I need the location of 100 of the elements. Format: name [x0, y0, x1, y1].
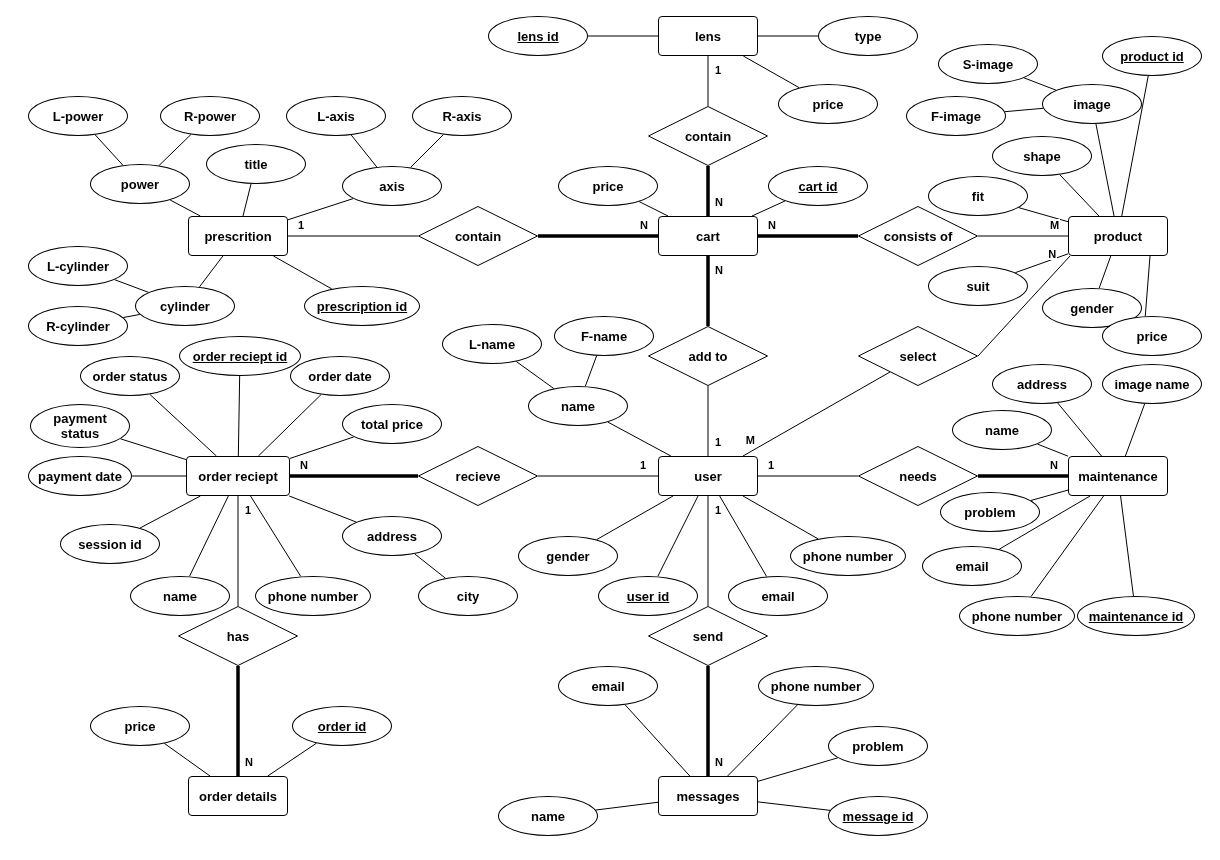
- entity-name: order details: [199, 788, 277, 804]
- relationship-diamond: [178, 606, 298, 666]
- attribute-name: email: [955, 558, 989, 574]
- entity-box: [658, 456, 758, 496]
- connector-line: [1018, 207, 1069, 223]
- connector-line: [751, 200, 786, 217]
- relationship-name: has: [226, 628, 250, 644]
- connector-line: [189, 495, 229, 577]
- connector-line: [707, 495, 709, 607]
- thick-connector-line: [706, 666, 710, 776]
- key-attribute-name: cart id: [798, 178, 838, 194]
- attribute-name: gender: [1070, 300, 1114, 316]
- attribute-name: F-image: [931, 108, 981, 124]
- entity-name: maintenance: [1078, 468, 1158, 484]
- key-attribute-ellipse: [179, 336, 301, 376]
- cardinality-label: N: [639, 219, 649, 231]
- connector-line: [727, 704, 798, 777]
- cardinality-label: 1: [297, 219, 306, 231]
- connector-line: [410, 134, 444, 168]
- connector-line: [1030, 489, 1069, 501]
- attribute-ellipse: [1042, 84, 1142, 124]
- connector-line: [707, 385, 709, 457]
- attribute-name: image name: [1114, 376, 1190, 392]
- key-attribute-name: user id: [626, 588, 670, 604]
- connector-line: [287, 235, 419, 237]
- connector-line: [94, 134, 124, 166]
- connector-line: [1057, 402, 1102, 457]
- connector-line: [742, 495, 819, 540]
- attribute-name: price: [592, 178, 624, 194]
- attribute-name: city: [456, 588, 480, 604]
- attribute-name: name: [163, 588, 197, 604]
- entity-box: [1068, 216, 1168, 256]
- relationship-name: select: [899, 348, 937, 364]
- attribute-name: L-name: [468, 336, 516, 352]
- relationship-name: contain: [454, 228, 502, 244]
- relationship-name: recieve: [455, 468, 501, 484]
- attribute-name: problem: [852, 738, 904, 754]
- attribute-ellipse: [342, 166, 442, 206]
- thick-connector-line: [236, 666, 240, 776]
- entity-box: [1068, 456, 1168, 496]
- cardinality-label: M: [744, 433, 756, 446]
- key-attribute-name: lens id: [517, 28, 559, 44]
- attribute-ellipse: [928, 266, 1028, 306]
- connector-line: [624, 704, 691, 777]
- key-attribute-name: order reciept id: [192, 348, 288, 364]
- connector-line: [414, 553, 446, 579]
- cardinality-label: N: [767, 219, 777, 231]
- connector-line: [199, 255, 224, 288]
- attribute-ellipse: [80, 356, 180, 396]
- attribute-name: shape: [1023, 148, 1061, 164]
- connector-line: [1059, 174, 1100, 217]
- attribute-ellipse: [255, 576, 371, 616]
- entity-box: [186, 456, 290, 496]
- cardinality-label: 1: [714, 64, 723, 76]
- connector-line: [596, 495, 674, 541]
- connector-line: [1014, 253, 1069, 274]
- relationship-diamond: [648, 106, 768, 166]
- relationship-diamond: [858, 446, 978, 506]
- connector-line: [757, 35, 819, 37]
- connector-line: [237, 495, 239, 607]
- attribute-ellipse: [928, 176, 1028, 216]
- attribute-name: order status: [92, 368, 168, 384]
- relationship-diamond: [858, 206, 978, 266]
- connector-line: [515, 361, 555, 389]
- connector-line: [289, 436, 355, 459]
- connector-line: [114, 279, 149, 293]
- connector-line: [158, 134, 192, 166]
- attribute-name: L-cylinder: [46, 258, 110, 274]
- attribute-name: F-name: [580, 328, 628, 344]
- cardinality-label: N: [1049, 459, 1059, 471]
- attribute-ellipse: [342, 404, 442, 444]
- attribute-ellipse: [130, 576, 230, 616]
- connector-line: [719, 495, 768, 577]
- attribute-name: phone number: [971, 608, 1063, 624]
- cardinality-label: N: [1047, 247, 1058, 260]
- cardinality-label: M: [1049, 219, 1061, 231]
- connector-line: [169, 199, 201, 217]
- attribute-name: R-power: [184, 108, 236, 124]
- connector-line: [131, 475, 187, 477]
- relationship-diamond: [648, 326, 768, 386]
- cardinality-label: 1: [714, 436, 723, 448]
- cardinality-label: 1: [767, 459, 776, 471]
- attribute-name: address: [1017, 376, 1067, 392]
- connector-line: [757, 801, 831, 811]
- attribute-name: email: [591, 678, 625, 694]
- connector-line: [587, 35, 659, 37]
- thick-connector-line: [290, 474, 418, 478]
- attribute-name: total price: [360, 416, 424, 432]
- attribute-name: type: [854, 28, 882, 44]
- attribute-name: phone number: [267, 588, 359, 604]
- connector-line: [607, 421, 672, 457]
- attribute-name: fit: [971, 188, 985, 204]
- connector-line: [120, 438, 187, 461]
- thick-connector-line: [978, 474, 1068, 478]
- key-attribute-name: maintenance id: [1088, 608, 1184, 624]
- connector-line: [1144, 255, 1151, 317]
- cardinality-label: N: [244, 756, 254, 768]
- attribute-name: gender: [546, 548, 590, 564]
- entity-box: [188, 776, 288, 816]
- attribute-name: price: [812, 96, 844, 112]
